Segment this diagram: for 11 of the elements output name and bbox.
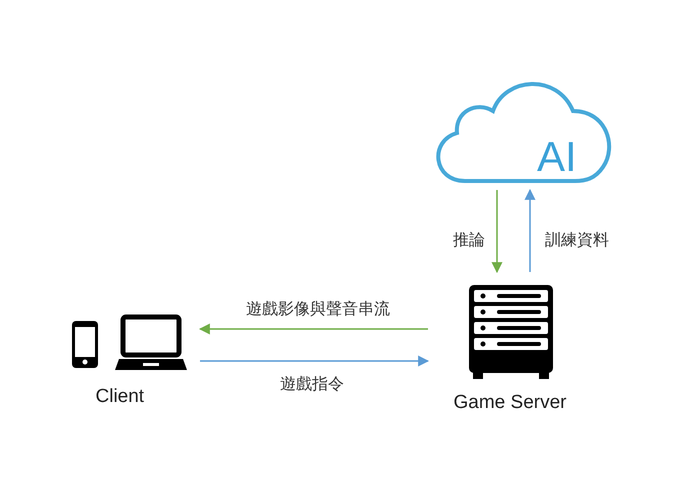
edge-label: 訓練資料 — [545, 230, 609, 250]
cloud-label: AI — [537, 133, 577, 181]
arrow — [524, 188, 536, 272]
arrow — [200, 356, 430, 366]
edge-label: 推論 — [453, 230, 485, 250]
arrow — [198, 324, 428, 334]
node-label: Game Server — [454, 392, 566, 414]
edge-label: 遊戲指令 — [280, 374, 344, 394]
edge-label: 遊戲影像與聲音串流 — [246, 300, 390, 320]
node-label: Client — [96, 386, 144, 408]
arrow — [492, 190, 502, 274]
